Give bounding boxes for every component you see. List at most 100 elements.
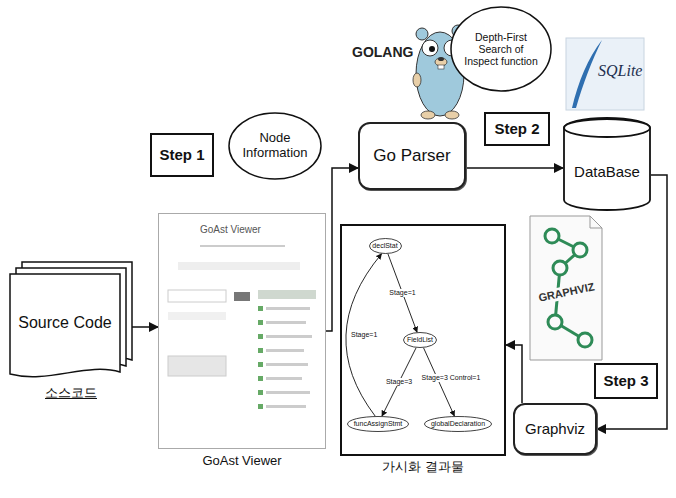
connector [132,326,158,328]
viewer-screenshot [168,356,226,376]
viewer-screenshot [258,376,263,381]
node-text: Node Information [240,131,310,161]
graphviz-document [530,216,602,360]
graph-node: funcAssignStmt [347,416,409,432]
node-heading: GoAst Viewer [119,453,365,469]
node-text: funcAssignStmt [354,420,403,428]
viewer-screenshot [266,349,304,352]
viewer-screenshot [266,321,306,324]
viewer-screenshot [258,290,316,299]
graph-node: declStat [369,238,402,254]
node-text: declStat [372,242,397,250]
node-outline [348,417,409,432]
gopher-mascot [445,111,459,119]
edge-label: Stage=3 [385,378,413,386]
node-outline [564,118,650,210]
node-text: Step 2 [494,120,539,137]
node-outline [369,239,401,254]
gopher-mascot [413,73,421,87]
graphviz-document [530,216,602,360]
node-text: DataBase [574,163,640,180]
viewer-screenshot [258,390,263,395]
node-outline [564,119,650,137]
node-outline [229,113,321,179]
database-cylinder: DataBase [563,118,651,210]
step-box: Step 3 [594,363,658,399]
node-text: globalDeclaration [431,420,485,428]
viewer-screenshot [258,320,263,325]
viewer-screenshot [168,290,226,302]
viewer-screenshot [266,363,308,366]
viewer-screenshot [258,404,263,409]
viewer-screenshot [258,334,263,339]
viewer-screenshot [258,306,263,311]
gopher-mascot [422,40,438,56]
gopher-mascot [416,28,428,40]
sqlite-logo [566,38,644,110]
viewer-screenshot [258,362,263,367]
graphviz-document [573,243,587,257]
graphviz-document [590,216,602,228]
viewer-screenshot [258,348,263,353]
viewer-screenshot [266,335,312,338]
process-box: Go Parser [358,122,466,190]
sqlite-logo [566,38,644,110]
connector [326,168,358,331]
node-heading: 가시화 결과물 [302,459,544,475]
graphviz-document [578,333,592,347]
info-ellipse: Node Information [228,112,322,180]
edge-label: Stage=1 [388,289,416,297]
node-text: Go Parser [373,146,450,166]
viewer-screenshot [266,377,302,380]
logo-text: GRAPHVIZ [535,280,597,305]
result-frame: 가시화 결과물declStatFieldListfuncAssignStmtgl… [340,224,506,456]
viewer-screenshot [178,262,300,270]
node-text: Step 1 [159,146,204,163]
node-outline [425,417,492,432]
screenshot-panel: GoAst Viewer [158,213,326,449]
gopher-mascot [421,111,435,119]
graphviz-document [548,315,562,329]
connector [466,167,563,169]
connector [346,254,382,416]
node-text: Step 3 [603,372,648,389]
sqlite-logo [572,40,602,108]
viewer-screenshot [168,312,226,320]
node-outline [451,7,551,91]
gopher-mascot [429,46,435,52]
node-heading: 소스코드 [0,385,172,401]
node-text: Depth-First Search of Inspect function [463,31,538,67]
search-ellipse: Depth-First Search of Inspect function [450,6,552,92]
connector [388,254,417,332]
viewer-screenshot [234,292,250,301]
screenshot-title: GoAst Viewer [200,224,261,236]
viewer-screenshot [168,246,316,409]
graphviz-document [545,229,559,243]
gopher-mascot [438,57,444,61]
process-box: Graphviz [513,403,597,455]
logo-text: GOLANG [352,44,413,60]
graph-node: globalDeclaration [424,416,492,432]
step-box: Step 2 [484,112,550,146]
connector [506,345,522,403]
connector [424,348,455,416]
edge-label: Stage=3 Control=1 [421,374,482,382]
viewer-screenshot [266,405,306,408]
document-stack: Source Code소스코드 [10,262,132,380]
node-text: FieldList [407,336,433,344]
graph-node: FieldList [403,332,437,348]
logo-text: SQLite [598,62,642,80]
connector [382,348,416,416]
step-box: Step 1 [150,133,214,177]
graphviz-document [553,261,567,275]
viewer-screenshot [266,307,310,310]
viewer-screenshot [266,391,310,394]
edge-label: Stage=1 [350,331,378,339]
node-outline [404,333,437,348]
gopher-mascot [438,65,444,69]
viewer-screenshot [200,245,285,247]
node-text: Graphviz [525,420,585,437]
node-text: Source Code [18,314,111,332]
node-outline [10,274,120,377]
